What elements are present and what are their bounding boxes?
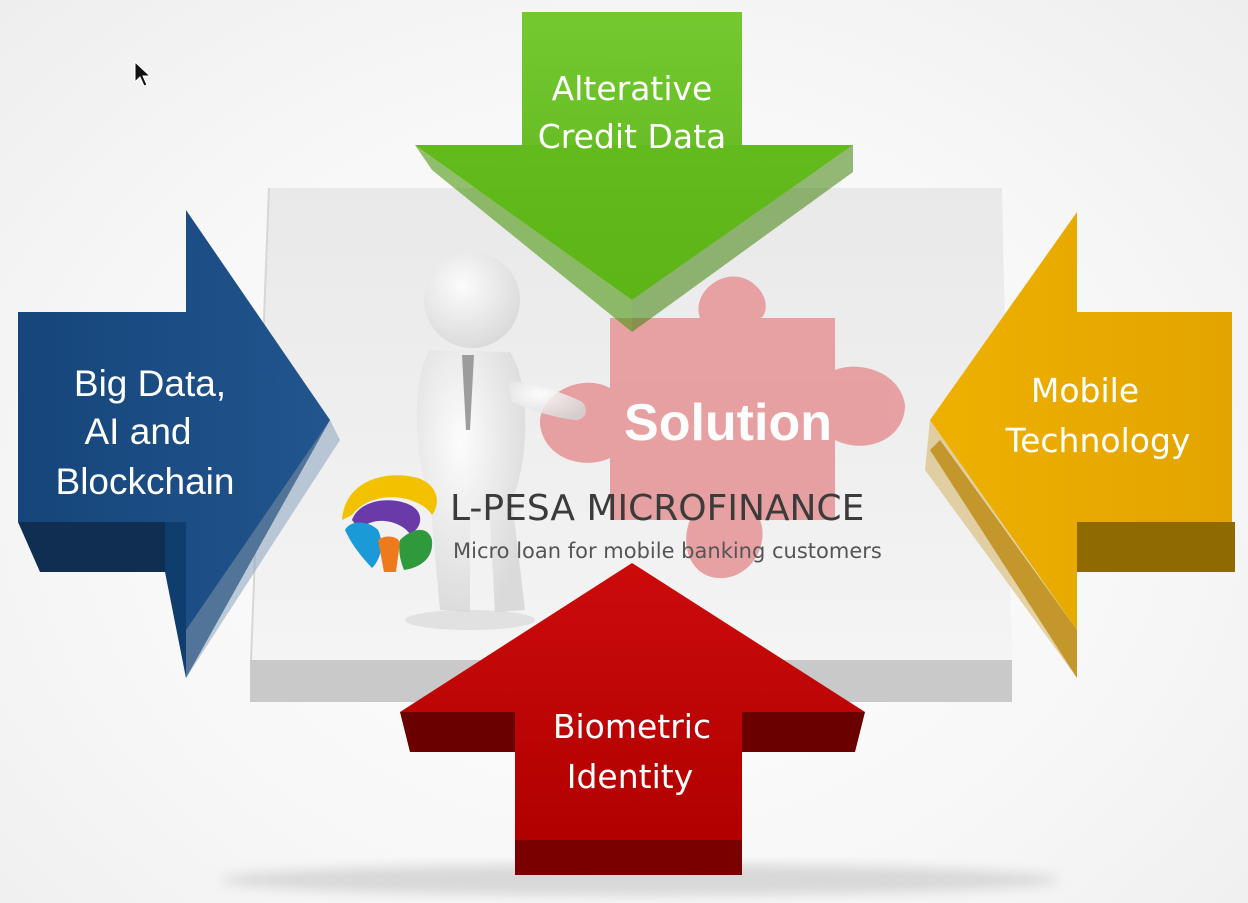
arrow-left-line3: Blockchain <box>56 461 235 502</box>
mouse-cursor-icon <box>134 60 152 87</box>
arrow-right-line2: Technology <box>1005 421 1191 460</box>
brand-name: L-PESA MICROFINANCE <box>450 488 864 529</box>
arrow-top-line1: Alterative <box>552 69 713 108</box>
figure-person <box>405 252 586 630</box>
arrow-right-mobile: Mobile Technology <box>925 212 1235 678</box>
arrow-bottom-line2: Identity <box>567 757 693 796</box>
arrow-top-credit-data: Alterative Credit Data <box>415 12 853 332</box>
arrow-right-line1: Mobile <box>1031 371 1139 410</box>
arrow-bottom-biometric: Biometric Identity <box>400 563 865 875</box>
floor-shadow <box>220 864 1060 896</box>
arrow-left-line1: Big Data, <box>74 363 226 404</box>
brand-tagline: Micro loan for mobile banking customers <box>453 539 882 563</box>
arrow-bottom-line1: Biometric <box>553 707 711 746</box>
arrow-top-line2: Credit Data <box>538 117 727 156</box>
puzzle-label: Solution <box>624 394 832 452</box>
lpesa-logo <box>342 475 437 572</box>
arrow-left-line2: AI and <box>85 411 192 452</box>
puzzle-piece: Solution <box>539 276 905 579</box>
arrow-left-bigdata: Big Data, AI and Blockchain <box>18 210 340 678</box>
